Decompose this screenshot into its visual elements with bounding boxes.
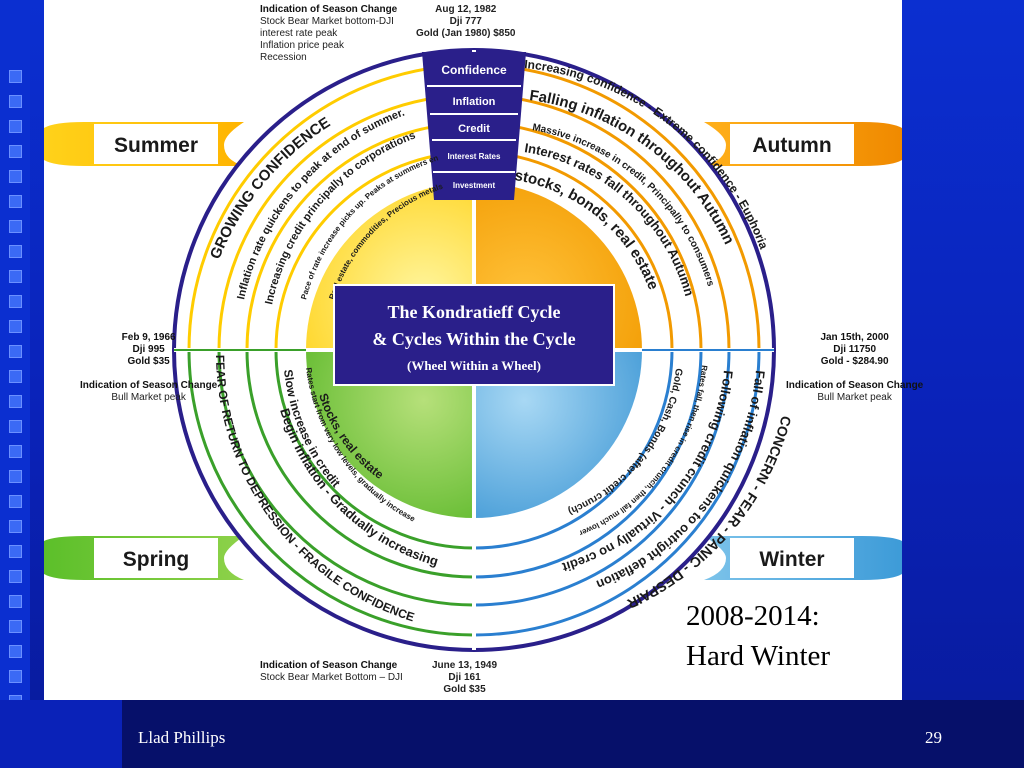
autumn-bar: Autumn — [704, 122, 902, 166]
caption-line-1: 2008-2014: — [686, 600, 820, 632]
title-line-3: (Wheel Within a Wheel) — [407, 358, 541, 373]
strip-square — [9, 395, 22, 408]
caption-line-2: Hard Winter — [686, 640, 831, 672]
strip-square — [9, 520, 22, 533]
strip-square — [9, 270, 22, 283]
annotation-left: Feb 9, 1966 Dji 995 Gold $35 Indication … — [80, 332, 218, 403]
strip-square — [9, 120, 22, 133]
strip-square — [9, 345, 22, 358]
winter-bar: Winter — [704, 536, 902, 580]
footer-page-number: 29 — [925, 728, 942, 747]
summer-bar: Summer — [44, 122, 244, 166]
strip-square — [9, 445, 22, 458]
season-label-autumn: Autumn — [752, 134, 831, 157]
strip-square — [9, 670, 22, 683]
annotation-bottom-left: Indication of Season Change Stock Bear M… — [260, 660, 403, 683]
season-label-spring: Spring — [123, 548, 190, 571]
kondratieff-wheel-diagram: Summer Autumn Spring Winter — [44, 0, 902, 652]
stack-inflation: Inflation — [453, 96, 496, 108]
strip-square — [9, 420, 22, 433]
strip-square — [9, 495, 22, 508]
strip-square — [9, 145, 22, 158]
footer-bar — [122, 700, 1024, 768]
strip-square — [9, 195, 22, 208]
left-decoration-strip — [0, 0, 30, 733]
strip-square — [9, 295, 22, 308]
strip-square — [9, 645, 22, 658]
strip-square — [9, 320, 22, 333]
stack-confidence: Confidence — [441, 63, 507, 77]
spring-bar: Spring — [44, 536, 244, 580]
annotation-top-right: Aug 12, 1982 Dji 777 Gold (Jan 1980) $85… — [416, 4, 516, 39]
stack-credit: Credit — [458, 123, 490, 135]
strip-square — [9, 370, 22, 383]
strip-square — [9, 620, 22, 633]
title-line-2: & Cycles Within the Cycle — [372, 329, 575, 349]
season-label-winter: Winter — [759, 548, 824, 571]
strip-square — [9, 595, 22, 608]
annotation-right: Jan 15th, 2000 Dji 11750 Gold - $284.90 … — [786, 332, 924, 403]
slide-panel: Summer Autumn Spring Winter — [44, 0, 923, 700]
indicator-stack: Confidence Inflation Credit Interest Rat… — [422, 52, 526, 200]
center-title-box: The Kondratieff Cycle & Cycles Within th… — [333, 284, 615, 386]
stack-interest-rates: Interest Rates — [448, 152, 501, 161]
footer-left-block — [0, 700, 122, 768]
title-line-1: The Kondratieff Cycle — [388, 302, 561, 322]
strip-square — [9, 245, 22, 258]
annotation-bottom-right: June 13, 1949 Dji 161 Gold $35 — [432, 660, 498, 695]
stack-investment: Investment — [453, 181, 496, 190]
strip-square — [9, 70, 22, 83]
strip-square — [9, 170, 22, 183]
strip-square — [9, 570, 22, 583]
strip-square — [9, 545, 22, 558]
season-label-summer: Summer — [114, 134, 198, 157]
annotation-top-left: Indication of Season Change Stock Bear M… — [260, 4, 398, 63]
strip-square — [9, 220, 22, 233]
footer-author: Llad Phillips — [138, 728, 226, 747]
annotation-heading: Indication of Season Change — [260, 4, 398, 15]
strip-square — [9, 470, 22, 483]
strip-square — [9, 95, 22, 108]
